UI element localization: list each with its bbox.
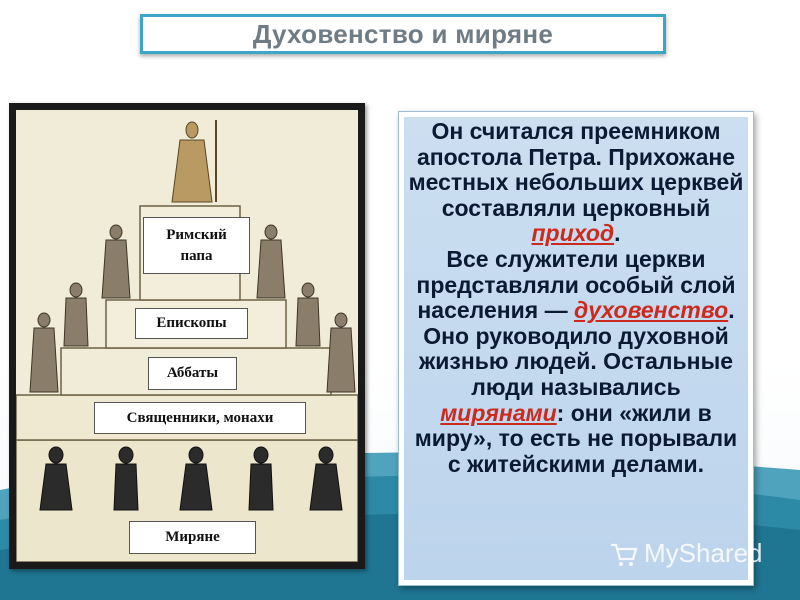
- label-priests-text: Священники, монахи: [126, 409, 274, 426]
- label-bishops-text: Епископы: [156, 315, 227, 332]
- slide-title: Духовенство и миряне: [252, 18, 554, 49]
- label-abbots: Аббаты: [148, 357, 237, 390]
- label-bishops: Епископы: [135, 308, 248, 339]
- label-abbots-text: Аббаты: [166, 365, 219, 382]
- text-part-3: Все служители церкви представляли особый…: [416, 245, 736, 324]
- text-part-2: .: [614, 220, 621, 247]
- title-box: Духовенство и миряне: [140, 14, 666, 54]
- watermark: MyShared: [608, 538, 763, 569]
- term-clergy: духовенство: [574, 297, 729, 324]
- label-laity-text: Миряне: [165, 529, 220, 546]
- text-part-4: . Оно руководило духовной жизнью людей. …: [418, 297, 735, 400]
- term-parish: приход: [531, 220, 615, 247]
- label-pope: Римский папа: [143, 217, 250, 274]
- cart-icon: [611, 543, 638, 566]
- text-panel: Он считался преемником апостола Петра. П…: [398, 111, 754, 586]
- label-laity: Миряне: [129, 521, 256, 554]
- text-part-1: Он считался преемником апостола Петра. П…: [408, 118, 744, 221]
- church-hierarchy-pyramid: Римский папа Епископы Аббаты Священники,…: [16, 110, 358, 562]
- watermark-text: MyShared: [644, 538, 763, 568]
- term-laity: мирянами: [440, 399, 557, 426]
- label-priests: Священники, монахи: [94, 402, 306, 434]
- text-panel-body: Он считался преемником апостола Петра. П…: [404, 117, 748, 580]
- hierarchy-picture-frame: Римский папа Епископы Аббаты Священники,…: [9, 103, 365, 569]
- text-part-5: : они «жили в миру», то есть не порывали…: [414, 399, 738, 477]
- label-pope-text: Римский папа: [166, 227, 227, 264]
